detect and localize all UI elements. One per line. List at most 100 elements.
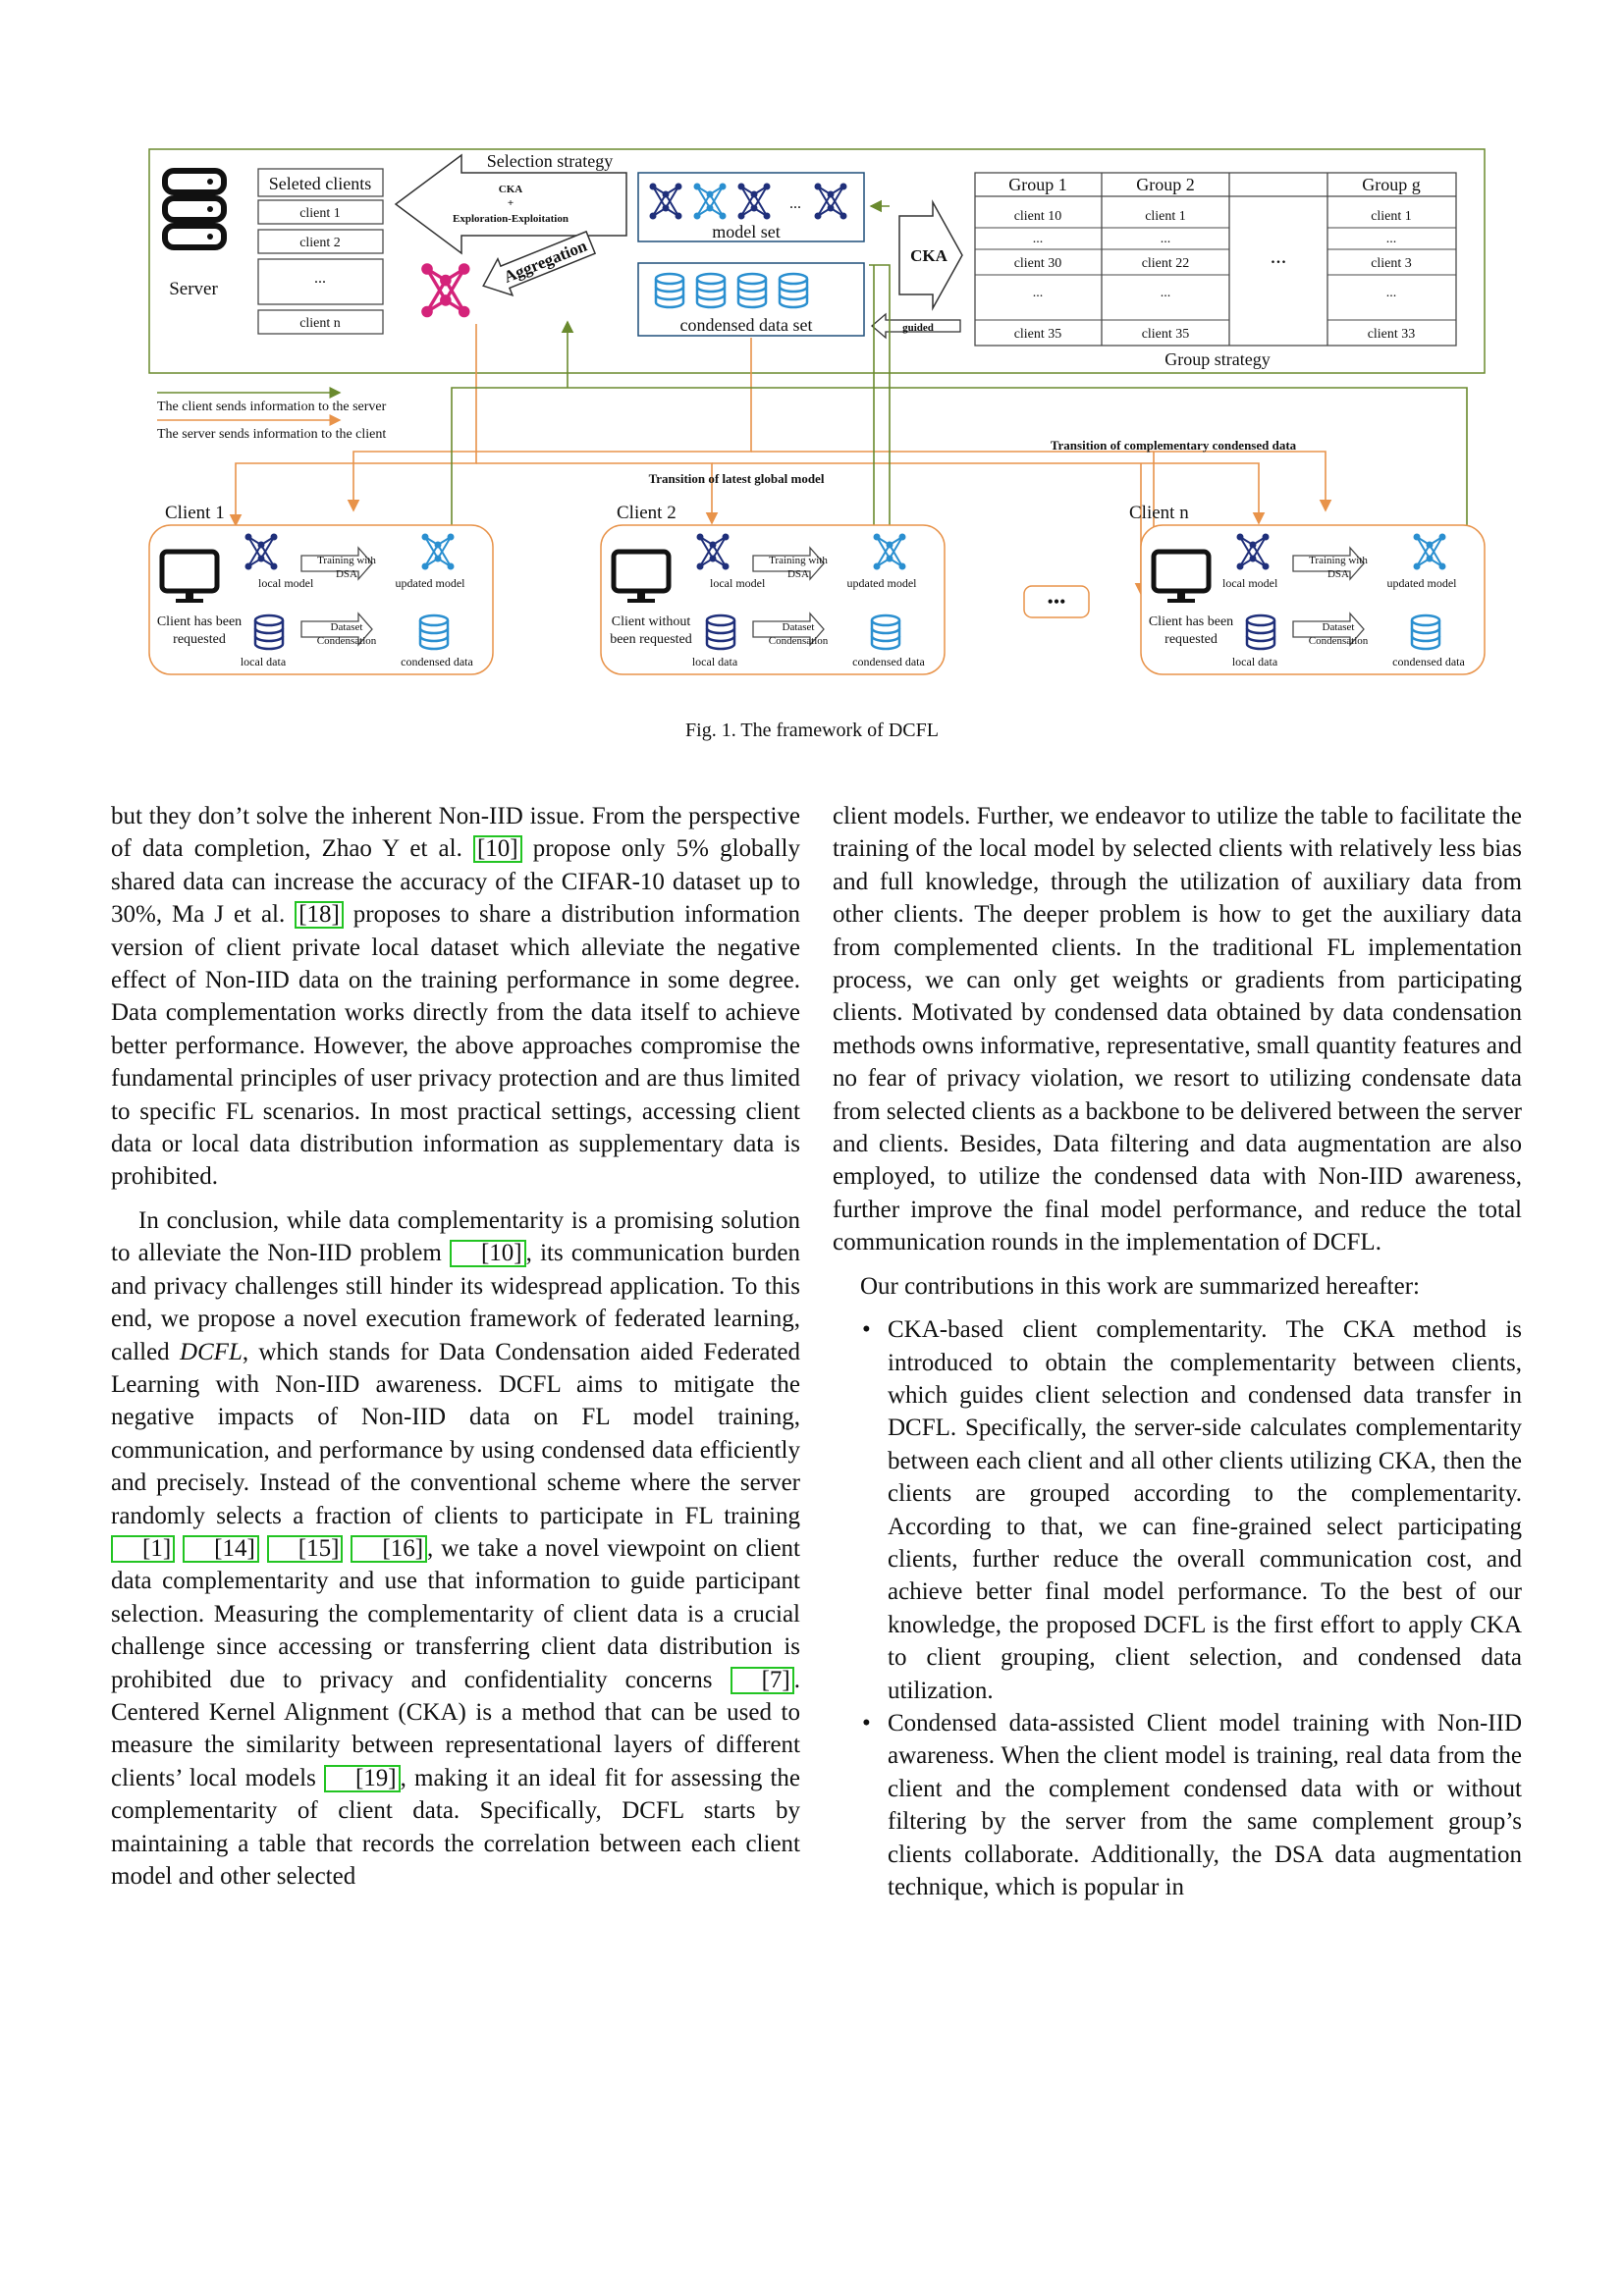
guided-label: guided xyxy=(902,322,934,334)
text-run: . Centered Kernel Alignment (CKA) is a m… xyxy=(111,1666,800,1791)
condensation-label: Dataset xyxy=(783,621,815,633)
text-run: but they don’t solve the inherent Non-II… xyxy=(111,803,800,863)
condensation-label: Dataset xyxy=(331,621,363,633)
selection-strategy-label: Selection strategy xyxy=(487,151,613,171)
paragraph: client models. Further, we endeavor to u… xyxy=(833,803,1522,1256)
between-clients-box xyxy=(1023,585,1090,618)
selection-strategy-line: Exploration-Exploitation xyxy=(453,213,568,225)
group-cell: ... xyxy=(1033,286,1044,300)
selection-strategy-arrow xyxy=(394,153,627,255)
group-cell: client 35 xyxy=(1142,327,1190,342)
updated-model-label: updated model xyxy=(847,576,918,590)
left-column: but they don’t solve the inherent Non-II… xyxy=(111,800,800,1903)
framework-figure: Server Seleted clients client 1 client 2… xyxy=(147,147,1488,682)
training-label: DSA xyxy=(787,568,809,580)
between-clients-dots: ••• xyxy=(1048,592,1066,612)
client-name: Client 2 xyxy=(617,503,677,523)
selected-client-item: client 1 xyxy=(299,206,341,221)
citation-link[interactable]: [10] xyxy=(449,1240,526,1268)
client-status: Client without xyxy=(612,614,691,629)
client-card-n xyxy=(1140,524,1486,675)
local-data-label: local data xyxy=(1232,655,1278,668)
citation-link[interactable]: [15] xyxy=(266,1534,344,1563)
guided-arrow xyxy=(871,312,961,340)
list-item: •Condensed data-assisted Client model tr… xyxy=(833,1707,1522,1903)
text-run: In conclusion, while data complementarit… xyxy=(111,1206,800,1267)
condensed-data-label: condensed data xyxy=(1392,655,1465,668)
legend-orange-text: The server sends information to the clie… xyxy=(157,427,386,442)
group-cell: ... xyxy=(1161,286,1171,300)
transition-condensed-label: Transition of complementary condensed da… xyxy=(1051,438,1297,453)
updated-model-label: updated model xyxy=(396,576,466,590)
text-run: , making it an ideal fit for assessing t… xyxy=(111,1764,800,1890)
right-column: client models. Further, we endeavor to u… xyxy=(833,800,1522,1903)
text-run: , we take a novel viewpoint on client da… xyxy=(111,1534,800,1693)
client-status: requested xyxy=(1164,632,1218,647)
transition-global-label: Transition of latest global model xyxy=(649,471,825,486)
server-label: Server xyxy=(169,279,218,299)
updated-model-label: updated model xyxy=(1387,576,1458,590)
condensed-data-label: condensed data xyxy=(401,655,473,668)
selected-clients-title: Seleted clients xyxy=(269,174,371,193)
selected-clients-table xyxy=(257,168,384,335)
model-set-label: model set xyxy=(712,222,781,241)
training-label: DSA xyxy=(336,568,357,580)
bullet-icon: • xyxy=(862,1316,871,1344)
selected-client-item: ... xyxy=(314,270,326,287)
citation-link[interactable]: [14] xyxy=(183,1534,259,1563)
training-label: Training with xyxy=(769,555,828,566)
citation-link[interactable]: [19] xyxy=(323,1764,401,1792)
group-table xyxy=(974,172,1457,347)
selected-client-item: client n xyxy=(299,316,341,331)
bullet-icon: • xyxy=(862,1709,871,1736)
model-set-dots: ... xyxy=(789,195,801,212)
citation-link[interactable]: [18] xyxy=(295,901,344,930)
global-model-icon xyxy=(421,263,470,318)
client-name: Client 1 xyxy=(165,503,225,523)
local-data-label: local data xyxy=(241,655,287,668)
citation-link[interactable]: [1] xyxy=(111,1534,176,1563)
list-item: • CKA-based client complementarity. The C… xyxy=(833,1313,1522,1707)
text-run: propose only 5% globally shared data can… xyxy=(111,835,801,929)
group-cell: ... xyxy=(1386,286,1397,300)
client-card-1 xyxy=(148,524,494,675)
group-cell: client 3 xyxy=(1371,256,1412,271)
group-cell: client 35 xyxy=(1014,327,1062,342)
server-frame xyxy=(148,148,1486,374)
training-label: DSA xyxy=(1327,568,1349,580)
group-cell: ... xyxy=(1161,232,1171,246)
contributions-list: • CKA-based client complementarity. The C… xyxy=(833,1313,1522,1903)
group-cell: client 10 xyxy=(1014,209,1062,224)
list-item-text: CKA-based client complementarity. The CK… xyxy=(888,1316,1522,1704)
text-run: proposes to share a distribution informa… xyxy=(111,901,800,1191)
local-data-label: local data xyxy=(692,655,738,668)
client-status: been requested xyxy=(610,632,692,647)
condensed-data-set-label: condensed data set xyxy=(680,315,813,335)
condensation-label: Condensation xyxy=(1309,635,1369,647)
framework-diagram: Server Seleted clients client 1 client 2… xyxy=(148,148,1486,675)
selected-client-item: client 2 xyxy=(299,236,341,250)
local-model-label: local model xyxy=(710,576,766,590)
citation-link[interactable]: [10] xyxy=(472,835,522,864)
citation-link[interactable]: [16] xyxy=(351,1534,428,1563)
citation-link[interactable]: [7] xyxy=(730,1666,794,1694)
client-name: Client n xyxy=(1129,503,1189,523)
group-cell: client 1 xyxy=(1371,209,1412,224)
training-label: Training with xyxy=(1309,555,1368,566)
group-header: Group g xyxy=(1362,175,1421,194)
client-card-2 xyxy=(600,524,946,675)
group-strategy-label: Group strategy xyxy=(1164,349,1270,369)
paragraph: Our contributions in this work are summa… xyxy=(860,1272,1420,1300)
group-cell: client 1 xyxy=(1145,209,1186,224)
condensation-label: Condensation xyxy=(317,635,377,647)
text-run: , which stands for Data Condensation aid… xyxy=(111,1338,800,1529)
group-cell: client 22 xyxy=(1142,256,1190,271)
group-cell: ... xyxy=(1033,232,1044,246)
client-status: Client has been xyxy=(1149,614,1233,629)
paragraph: but they don’t solve the inherent Non-II… xyxy=(111,800,800,1194)
local-model-label: local model xyxy=(1222,576,1278,590)
group-cell: ... xyxy=(1386,232,1397,246)
training-label: Training with xyxy=(317,555,376,566)
group-cell: client 33 xyxy=(1368,327,1416,342)
condensation-label: Dataset xyxy=(1323,621,1355,633)
